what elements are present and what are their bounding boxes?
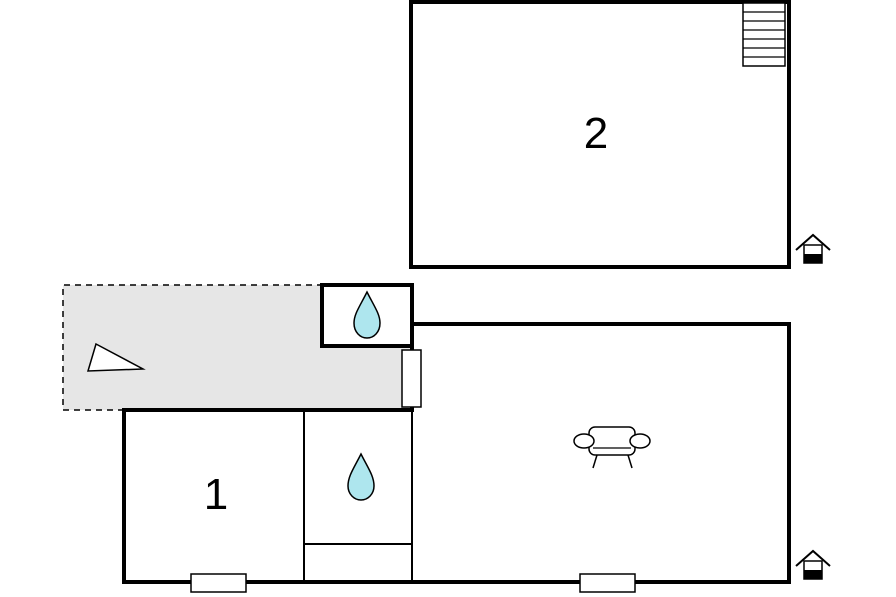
stairs-icon <box>742 2 786 67</box>
terrace <box>62 284 412 411</box>
entrance-icon <box>795 549 831 580</box>
terrace-icon <box>86 342 146 372</box>
bathroom-small <box>320 283 414 348</box>
window <box>579 573 636 593</box>
sofa-icon <box>573 426 651 469</box>
room-2-label: 2 <box>584 109 608 158</box>
water-drop-icon <box>353 290 381 339</box>
water-drop-icon <box>347 452 375 501</box>
floor-2-outline <box>409 0 791 269</box>
window <box>190 573 247 593</box>
entrance-icon <box>795 233 831 264</box>
room-1-label: 1 <box>204 470 228 519</box>
terrace-door <box>401 349 422 408</box>
